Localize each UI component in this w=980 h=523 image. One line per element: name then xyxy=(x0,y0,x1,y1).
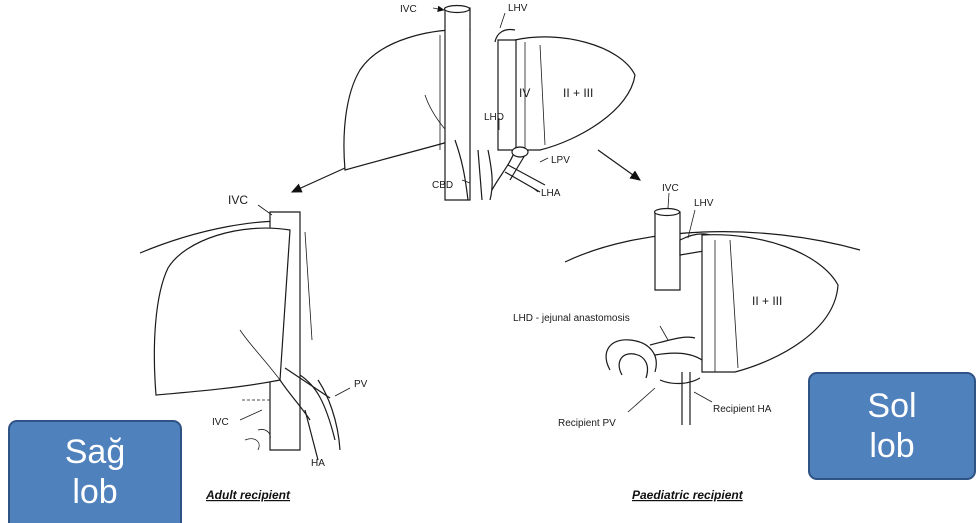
right-lobe-box-line2: lob xyxy=(10,472,180,512)
top-lhv-label: LHV xyxy=(508,3,528,14)
top-lha-label: LHA xyxy=(541,188,561,199)
top-lhd-label: LHD xyxy=(484,112,504,123)
right-lobe-box-line1: Sağ xyxy=(10,432,180,472)
adult-ivc-top-label: IVC xyxy=(228,193,248,207)
paediatric-recipient-caption: Paediatric recipient xyxy=(632,488,744,502)
adult-ha-label: HA xyxy=(311,458,325,469)
top-cbd-label: CBD xyxy=(432,180,453,191)
top-segment-ii-iii-label: II + III xyxy=(563,86,593,100)
paed-lhv-label: LHV xyxy=(694,198,714,209)
paed-recipient-pv-label: Recipient PV xyxy=(558,418,616,429)
paed-recipient-ha-label: Recipient HA xyxy=(713,404,772,415)
right-lobe-box: Sağ lob xyxy=(8,420,182,523)
paed-segment-ii-iii-label: II + III xyxy=(752,294,782,308)
adult-pv-label: PV xyxy=(354,379,368,390)
top-ivc-label: IVC xyxy=(400,4,417,15)
top-segment-iv-label: IV xyxy=(519,86,530,100)
left-lobe-box: Sol lob xyxy=(808,372,976,480)
top-lpv-label: LPV xyxy=(551,155,570,166)
adult-ivc-bottom-label: IVC xyxy=(212,417,229,428)
adult-recipient-caption: Adult recipient xyxy=(205,488,291,502)
left-lobe-box-line1: Sol xyxy=(810,386,974,426)
donor-liver-illustration xyxy=(344,6,635,201)
left-lobe-box-line2: lob xyxy=(810,426,974,466)
left-split-arrow xyxy=(292,168,345,192)
paed-ivc-label: IVC xyxy=(662,183,679,194)
paed-lhd-anastomosis-label: LHD - jejunal anastomosis xyxy=(513,313,630,324)
right-split-arrow xyxy=(598,150,640,180)
